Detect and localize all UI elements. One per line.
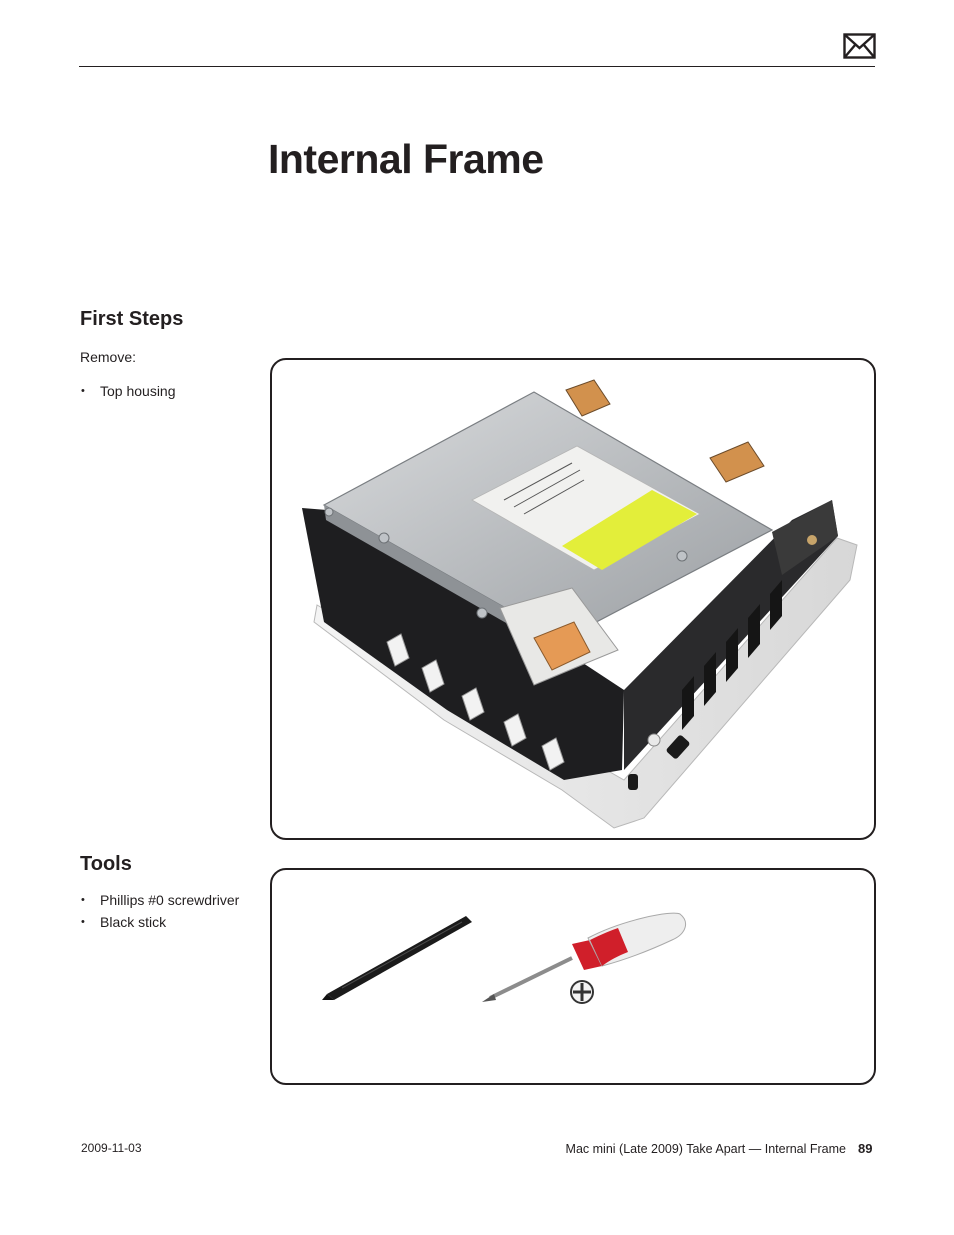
first-steps-list: Top housing — [80, 382, 176, 404]
footer-document-title: Mac mini (Late 2009) Take Apart — Intern… — [565, 1142, 846, 1156]
tools-heading: Tools — [80, 853, 132, 875]
phillips-head-icon — [570, 980, 594, 1004]
page-title: Internal Frame — [268, 136, 544, 182]
list-item: Black stick — [80, 913, 239, 935]
header-rule — [79, 66, 875, 67]
black-stick-and-phillips-screwdriver — [322, 912, 687, 1004]
list-item: Phillips #0 screwdriver — [80, 891, 239, 913]
main-photo-frame — [270, 358, 876, 840]
first-steps-heading: First Steps — [80, 308, 184, 330]
mail-icon[interactable] — [843, 33, 876, 59]
mac-mini-internal-frame-photo — [302, 379, 858, 829]
remove-label: Remove: — [80, 349, 137, 365]
list-item: Top housing — [80, 382, 176, 404]
footer-date: 2009-11-03 — [81, 1141, 142, 1155]
tools-photo-frame — [270, 868, 876, 1085]
tools-list: Phillips #0 screwdriver Black stick — [80, 891, 239, 935]
page-number: 89 — [858, 1141, 873, 1156]
